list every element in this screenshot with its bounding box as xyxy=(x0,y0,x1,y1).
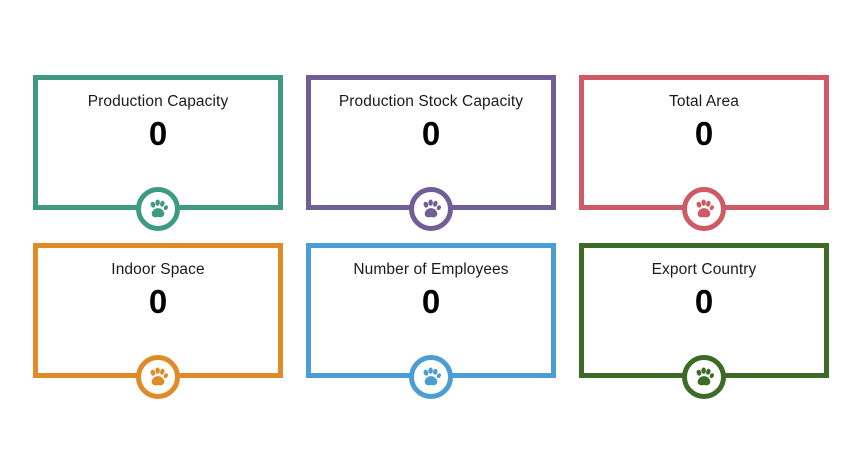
stat-card-title: Indoor Space xyxy=(111,261,205,278)
stat-card-indoor-space[interactable]: Indoor Space 0 xyxy=(33,243,283,399)
paw-print-icon xyxy=(136,355,180,399)
paw-print-icon xyxy=(409,187,453,231)
stat-card-title: Export Country xyxy=(651,261,757,278)
stat-card-export-country[interactable]: Export Country 0 xyxy=(579,243,829,399)
stat-cards-grid: Production Capacity 0 Production Stock C… xyxy=(33,75,829,399)
stat-card-title: Production Stock Capacity xyxy=(338,93,524,110)
paw-print-icon xyxy=(682,187,726,231)
stat-card-total-area[interactable]: Total Area 0 xyxy=(579,75,829,231)
stat-card-value: 0 xyxy=(148,115,168,153)
paw-print-icon xyxy=(409,355,453,399)
paw-print-icon xyxy=(136,187,180,231)
stat-card-value: 0 xyxy=(694,115,714,153)
stat-card-production-capacity[interactable]: Production Capacity 0 xyxy=(33,75,283,231)
stat-card-value: 0 xyxy=(421,283,441,321)
stat-card-title: Production Capacity xyxy=(87,93,229,110)
stat-card-production-stock-capacity[interactable]: Production Stock Capacity 0 xyxy=(306,75,556,231)
paw-print-icon xyxy=(682,355,726,399)
stat-card-number-of-employees[interactable]: Number of Employees 0 xyxy=(306,243,556,399)
stat-card-title: Number of Employees xyxy=(353,261,509,278)
stat-card-value: 0 xyxy=(148,283,168,321)
stat-card-value: 0 xyxy=(421,115,441,153)
stat-card-value: 0 xyxy=(694,283,714,321)
stat-card-title: Total Area xyxy=(669,93,739,110)
